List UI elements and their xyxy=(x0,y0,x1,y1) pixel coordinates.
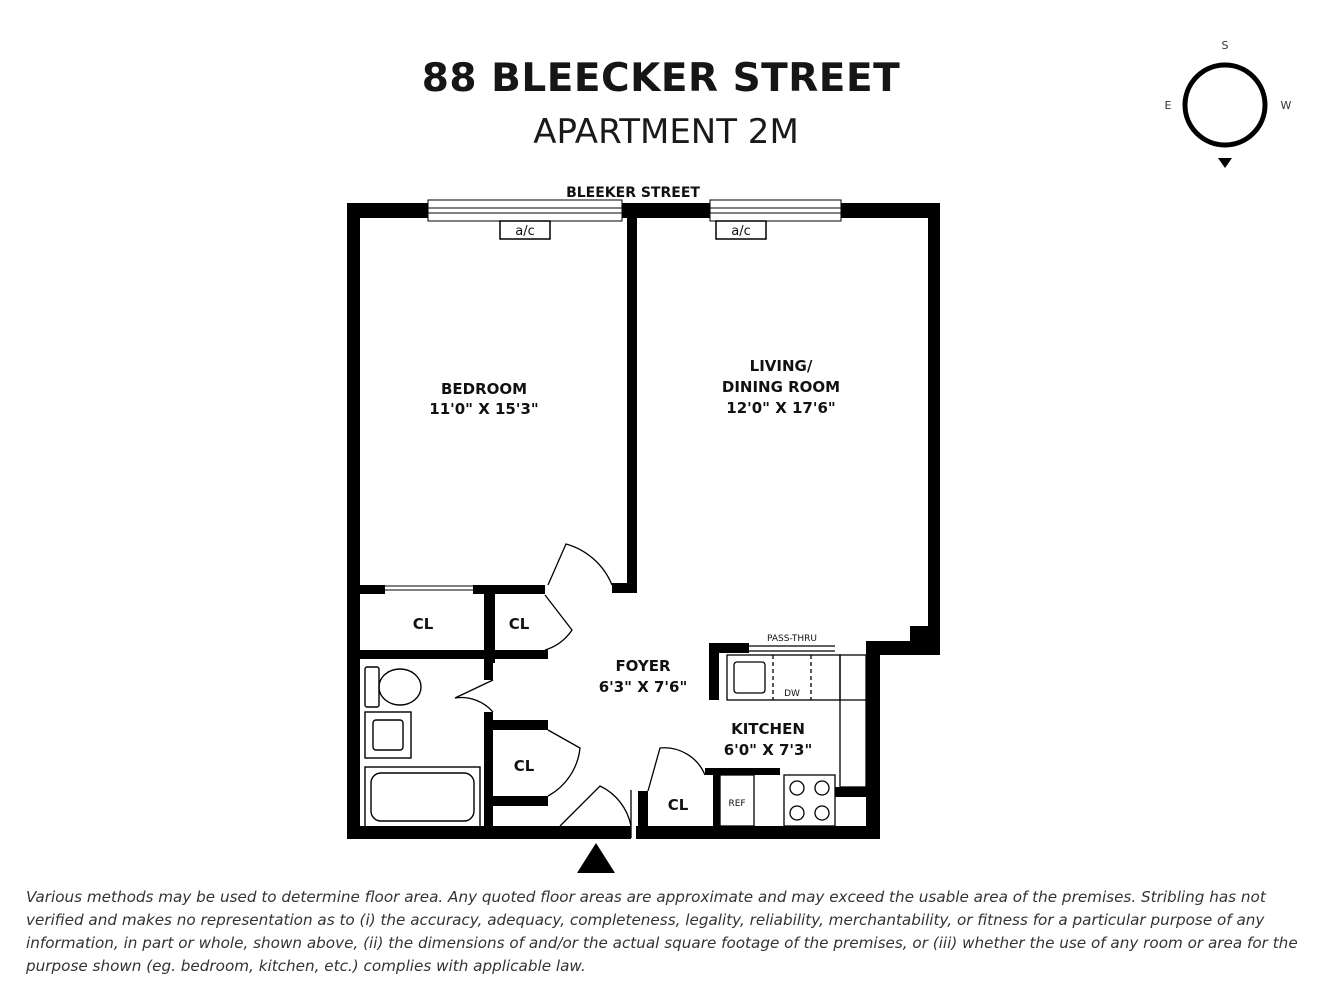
bathtub-basin xyxy=(370,772,475,822)
kitchen-fixtures xyxy=(719,645,867,827)
compass-east-label: E xyxy=(1165,99,1172,112)
closet-label: CL xyxy=(514,757,535,775)
sink-counter xyxy=(364,711,412,759)
exterior-walls xyxy=(347,203,940,839)
pass-thru-label: PASS-THRU xyxy=(767,634,817,644)
bathroom-fixtures xyxy=(364,666,481,828)
kitchen-dims: 6'0" X 7'3" xyxy=(724,741,813,759)
compass-north-arrow-icon xyxy=(1218,158,1232,168)
burner xyxy=(789,780,805,796)
entrance-arrow-icon xyxy=(577,843,615,873)
compass-south-label: S xyxy=(1222,39,1229,52)
closet-label: CL xyxy=(413,615,434,633)
apartment-subtitle: APARTMENT 2M xyxy=(533,112,799,152)
living-label-line2: DINING ROOM xyxy=(722,378,840,396)
ac-label-living: a/c xyxy=(731,224,751,239)
foyer-label: FOYER xyxy=(615,657,671,675)
refrigerator xyxy=(719,774,755,827)
ac-unit-living: a/c xyxy=(715,220,767,240)
stove xyxy=(783,774,836,827)
toilet-tank xyxy=(364,666,380,708)
door-swings xyxy=(454,543,706,838)
disclaimer-text: Various methods may be used to determine… xyxy=(26,888,1298,975)
closet-label: CL xyxy=(509,615,530,633)
street-label: BLEEKER STREET xyxy=(566,185,700,201)
kitchen-sink xyxy=(733,661,766,694)
refrigerator-label: REF xyxy=(728,799,745,809)
burner xyxy=(789,805,805,821)
sink-basin xyxy=(372,719,404,751)
bathtub xyxy=(364,766,481,828)
ac-unit-bedroom: a/c xyxy=(499,220,551,240)
window-bedroom xyxy=(427,199,623,222)
page-title: 88 BLEECKER STREET xyxy=(421,56,901,101)
burner xyxy=(814,780,830,796)
bedroom-label: BEDROOM xyxy=(441,380,527,398)
burner xyxy=(814,805,830,821)
living-label-line1: LIVING/ xyxy=(750,357,813,375)
kitchen-label: KITCHEN xyxy=(731,720,805,738)
foyer-dims: 6'3" X 7'6" xyxy=(599,678,688,696)
toilet-bowl xyxy=(378,668,422,706)
bedroom-closet-sliding-door xyxy=(385,585,473,591)
window-living xyxy=(709,199,842,222)
compass: S E W xyxy=(1165,39,1292,168)
living-dims: 12'0" X 17'6" xyxy=(726,399,835,417)
compass-ring xyxy=(1182,62,1268,148)
counter-right xyxy=(839,654,867,788)
interior-walls xyxy=(360,218,866,836)
dishwasher-label: DW xyxy=(784,689,800,699)
bedroom-dims: 11'0" X 15'3" xyxy=(429,400,538,418)
compass-west-label: W xyxy=(1281,99,1292,112)
closet-label: CL xyxy=(668,796,689,814)
ac-label-bedroom: a/c xyxy=(515,224,535,239)
